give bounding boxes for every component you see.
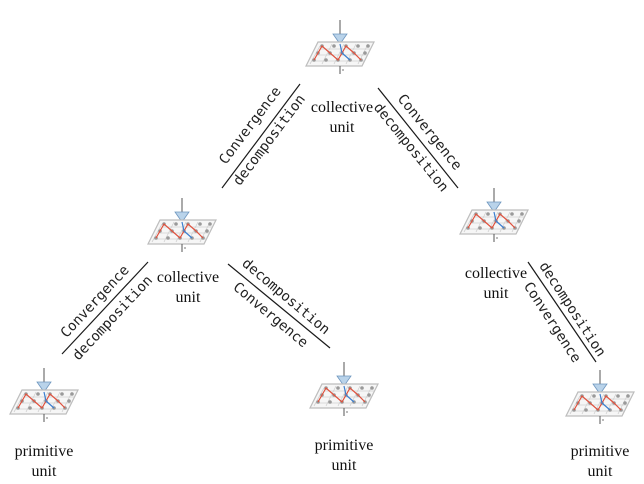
node-label-line: unit [483, 285, 509, 302]
edge-line [61, 261, 149, 355]
network-plane-icon [147, 197, 217, 253]
edge-label-group: Convergence decomposition [216, 84, 309, 189]
node-leaf-left-label: primitive unit [4, 442, 84, 482]
node-label-line: primitive [570, 443, 630, 460]
network-plane-icon [9, 367, 79, 423]
node-label-line: collective [310, 99, 374, 116]
network-plane-icon [459, 187, 529, 243]
node-right-mid-label: collective unit [456, 264, 536, 304]
network-plane-icon [309, 361, 379, 417]
node-root-label: collective unit [302, 98, 382, 138]
node-label-line: unit [587, 463, 613, 480]
edge-line [527, 261, 597, 363]
edge-line [227, 263, 331, 349]
edge-label-group: decomposition Convergence [230, 255, 333, 351]
node-leaf-right-label: primitive unit [560, 442, 640, 482]
node-label-line: unit [329, 119, 355, 136]
edge-line [221, 83, 301, 189]
edge-line [377, 87, 459, 189]
node-label-line: collective [156, 269, 220, 286]
node-label-line: collective [464, 265, 528, 282]
network-plane-icon [565, 369, 635, 425]
node-label-line: primitive [314, 437, 374, 454]
node-leaf-center-label: primitive unit [304, 436, 384, 476]
network-plane-icon [305, 19, 375, 75]
node-label-line: unit [175, 289, 201, 306]
node-label-line: unit [331, 457, 357, 474]
node-label-line: primitive [14, 443, 74, 460]
node-left-mid-label: collective unit [148, 268, 228, 308]
node-label-line: unit [31, 463, 57, 480]
